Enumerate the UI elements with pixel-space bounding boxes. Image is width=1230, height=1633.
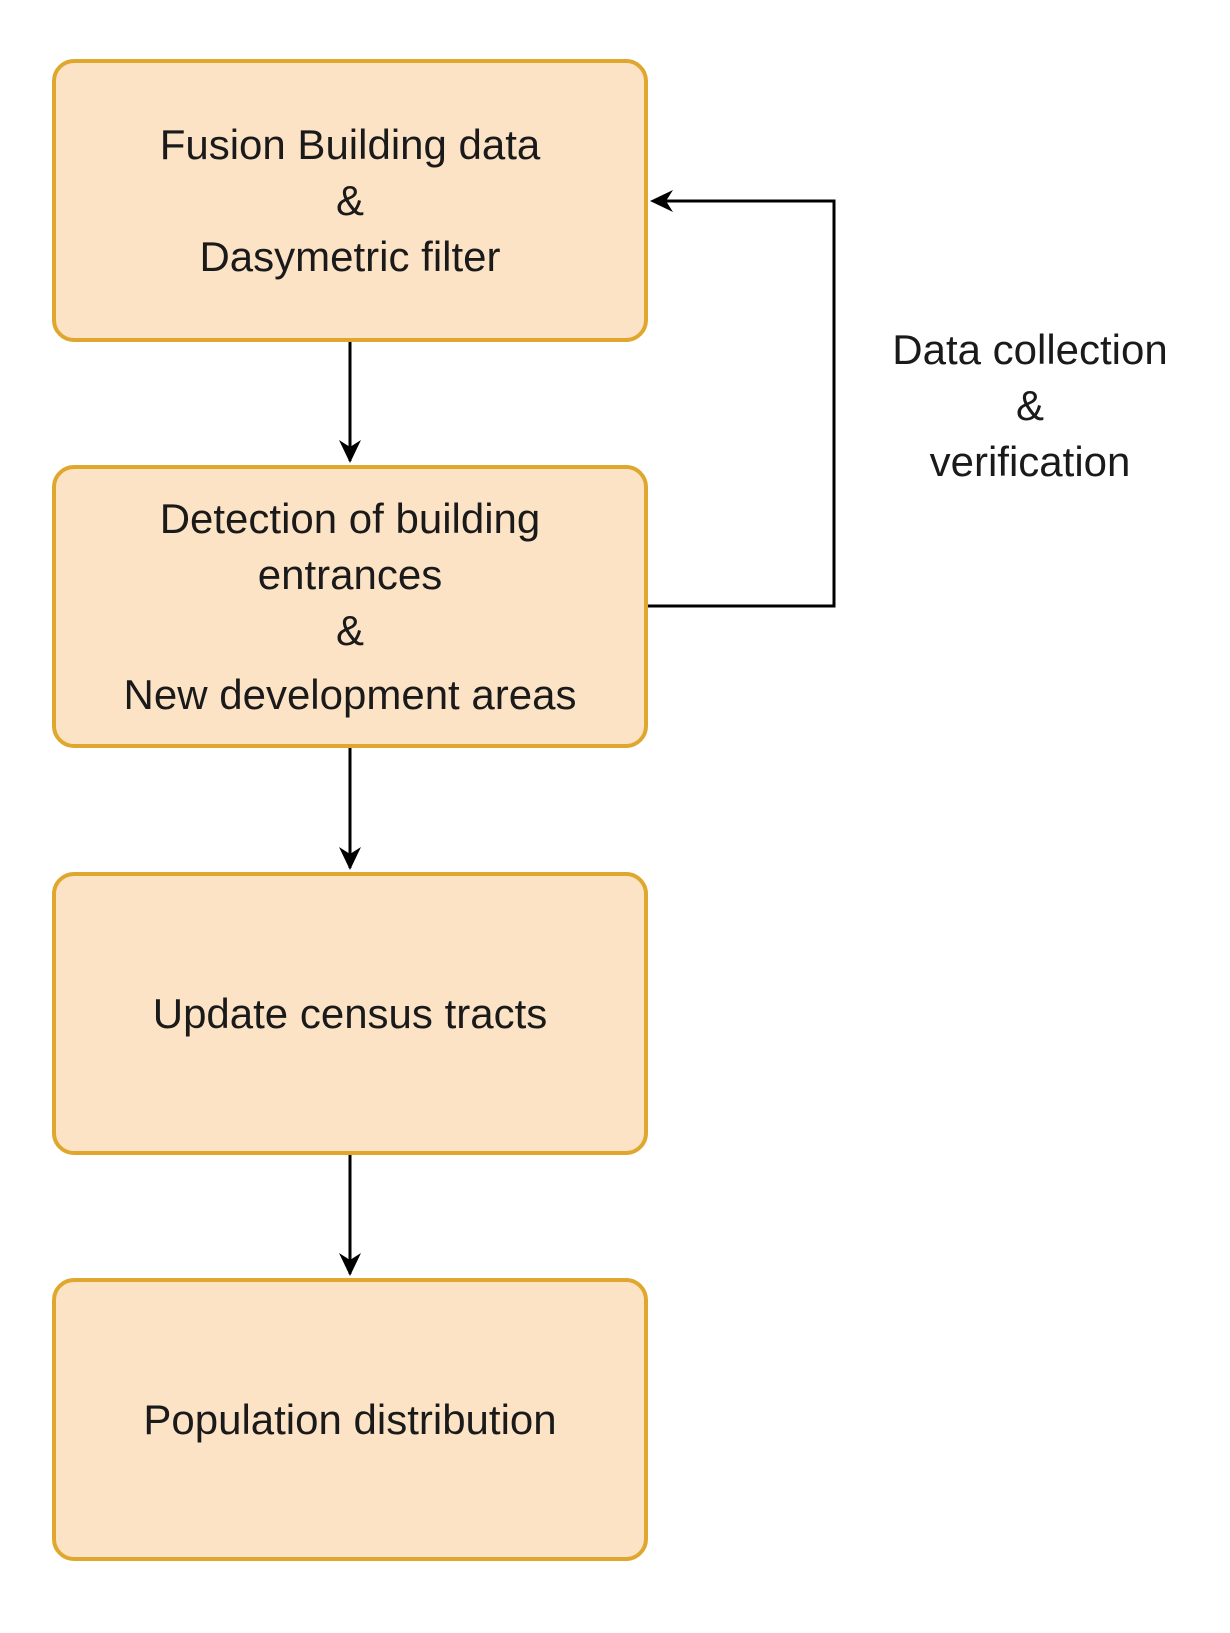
node-fusion-line-2: &	[335, 176, 364, 224]
feedback-label-line-1: Data collection	[892, 326, 1168, 373]
node-fusion-line-1: Fusion Building data	[159, 120, 541, 168]
node-update-census-tracts: Update census tracts	[52, 872, 648, 1155]
node-detection-line-4: New development areas	[123, 670, 577, 718]
node-update-line-1: Update census tracts	[152, 989, 548, 1037]
node-fusion-line-3: Dasymetric filter	[199, 232, 501, 280]
arrowhead-2	[339, 847, 361, 870]
feedback-loop-line	[648, 199, 836, 608]
node-population-distribution: Population distribution	[52, 1278, 648, 1561]
arrowhead-1	[339, 440, 361, 463]
feedback-label-line-2: &	[1015, 382, 1044, 429]
node-detection-building-entrances: Detection of building entrances & New de…	[52, 465, 648, 748]
node-population-line-1: Population distribution	[143, 1395, 557, 1443]
arrowhead-3	[339, 1253, 361, 1276]
node-detection-line-1: Detection of building	[159, 494, 541, 542]
feedback-label-line-3: verification	[929, 438, 1131, 485]
node-detection-line-2: entrances	[257, 550, 443, 598]
node-detection-line-3: &	[335, 606, 364, 654]
feedback-label: Data collection & verification	[860, 322, 1200, 490]
arrowhead-feedback	[650, 190, 673, 212]
node-fusion-building-data: Fusion Building data & Dasymetric filter	[52, 59, 648, 342]
